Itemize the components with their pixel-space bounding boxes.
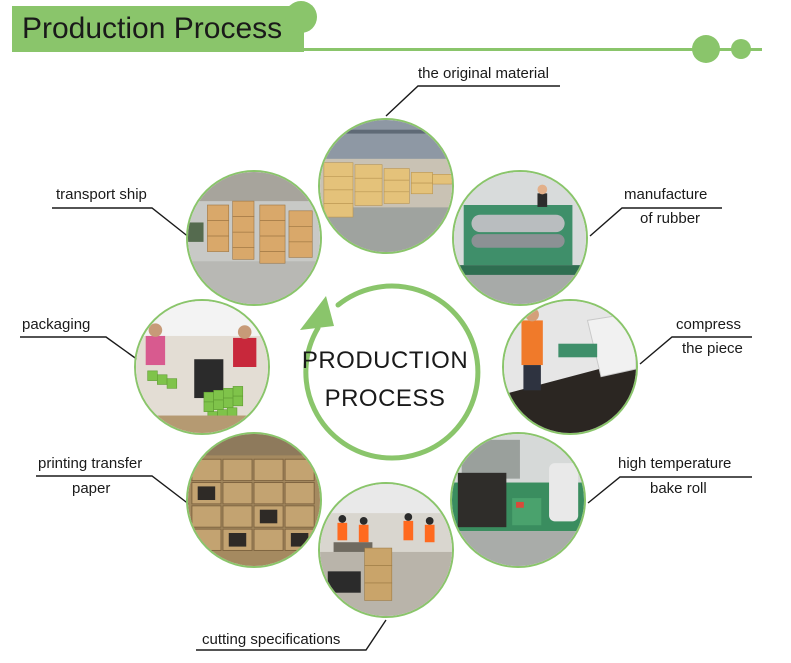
header-banner: Production Process bbox=[0, 0, 791, 80]
label-cutting: cutting specifications bbox=[202, 631, 341, 648]
leader-transport bbox=[52, 207, 191, 239]
photo-transport-ship bbox=[186, 170, 322, 306]
label-transport-ship: transport ship bbox=[56, 186, 147, 203]
leader-packaging bbox=[20, 336, 139, 361]
page-title: Production Process bbox=[22, 12, 283, 45]
title-band bbox=[12, 6, 304, 52]
photo-compress-piece bbox=[502, 299, 638, 435]
leader-printing bbox=[36, 475, 191, 506]
label-bake-roll-line1: high temperature bbox=[618, 455, 732, 472]
photo-printing-transfer bbox=[186, 432, 322, 568]
label-printing-line1: printing transfer bbox=[38, 455, 143, 472]
photo-original-material bbox=[318, 118, 454, 254]
photo-bake-roll bbox=[450, 432, 586, 568]
title-band-circle bbox=[285, 1, 317, 33]
label-packaging: packaging bbox=[22, 316, 91, 333]
header-dot-large bbox=[692, 35, 720, 63]
label-manufacture-line1: manufacture bbox=[624, 186, 708, 203]
header-rule bbox=[12, 48, 762, 51]
photo-packaging bbox=[134, 299, 270, 435]
center-title: PRODUCTION PROCESS bbox=[290, 342, 480, 418]
label-compress-line1: compress bbox=[676, 316, 742, 333]
photo-manufacture-rubber bbox=[452, 170, 588, 306]
label-printing-line2: paper bbox=[72, 480, 111, 497]
label-compress-line2: the piece bbox=[682, 340, 743, 357]
leader-original-material bbox=[385, 85, 560, 117]
header-dot-small bbox=[731, 39, 751, 59]
label-manufacture-line2: of rubber bbox=[640, 210, 701, 227]
label-bake-roll-line2: bake roll bbox=[650, 480, 707, 497]
photo-cutting bbox=[318, 482, 454, 618]
center-title-line2: PROCESS bbox=[324, 385, 446, 412]
center-title-line1: PRODUCTION bbox=[301, 347, 469, 374]
label-original-material: the original material bbox=[418, 65, 549, 82]
